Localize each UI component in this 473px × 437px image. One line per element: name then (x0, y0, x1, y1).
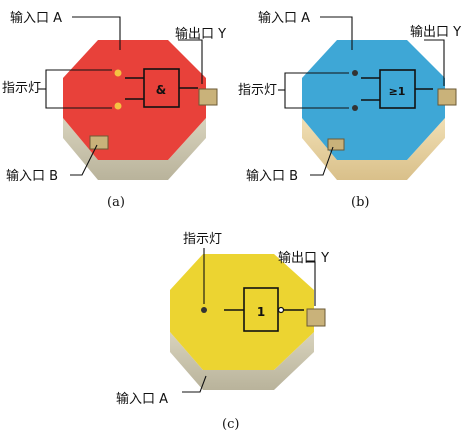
caption-a: (a) (107, 195, 125, 210)
label-a-indicator: 指示灯 (2, 81, 41, 96)
label-a-output-y: 输出口 Y (175, 26, 226, 42)
output-port-a (198, 88, 218, 106)
leader-c-input-a (182, 375, 207, 393)
caption-c: (c) (222, 417, 239, 432)
input-b-port-b (327, 138, 345, 151)
indicator-lamp-a2 (114, 102, 122, 110)
label-b-indicator: 指示灯 (238, 83, 277, 98)
module-c-side (170, 332, 314, 390)
indicator-lamp-b1 (352, 70, 358, 76)
leader-a-input-a (72, 16, 121, 50)
leader-b-input-b (310, 146, 334, 176)
label-c-input-a: 输入口 A (116, 391, 168, 407)
module-b: ≥1 输入口 A 输出口 Y 指示灯 输入口 B (b) (238, 10, 461, 210)
not-gate-symbol: 1 (257, 305, 265, 319)
label-a-input-b: 输入口 B (6, 168, 58, 184)
leader-a-output-y (178, 39, 203, 84)
label-b-output-y: 输出口 Y (410, 24, 461, 40)
module-b-side (302, 118, 445, 180)
label-c-indicator: 指示灯 (183, 232, 222, 247)
input-b-port-a (89, 135, 109, 150)
label-b-input-a: 输入口 A (258, 10, 310, 26)
module-a-side (63, 118, 206, 180)
leader-c-output-y (306, 261, 316, 306)
module-c-face (170, 254, 314, 370)
leader-a-input-b (70, 144, 98, 176)
indicator-lamp-b2 (352, 105, 358, 111)
caption-b: (b) (351, 195, 369, 210)
leader-b-input-a (320, 16, 353, 50)
module-c: 1 指示灯 输出口 Y 输入口 A (c) (116, 232, 329, 432)
gate-c-inverter-bubble (277, 306, 285, 314)
or-gate-symbol: ≥1 (389, 85, 406, 98)
label-c-output-y: 输出口 Y (278, 250, 329, 266)
leader-b-output-y (424, 39, 445, 86)
label-b-input-b: 输入口 B (246, 168, 298, 184)
and-gate-symbol: & (156, 83, 166, 97)
output-port-c (306, 308, 326, 327)
output-port-b (437, 88, 457, 106)
label-a-input-a: 输入口 A (10, 10, 62, 26)
module-a: & 输入口 A 输出口 Y 指示灯 输入口 B (a) (2, 10, 226, 210)
indicator-lamp-c (201, 307, 207, 313)
indicator-lamp-a1 (114, 69, 122, 77)
